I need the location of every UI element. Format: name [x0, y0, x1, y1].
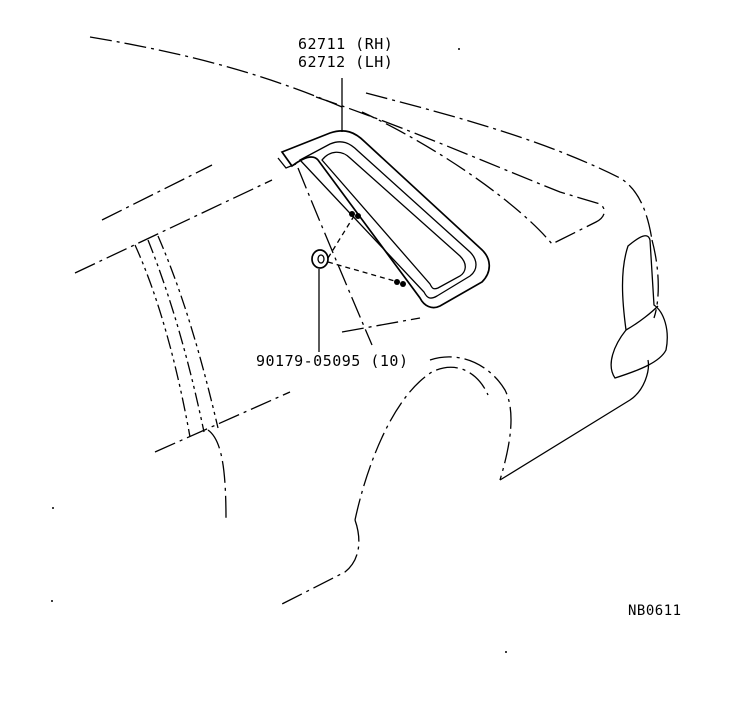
part-number-lh-label: 62712 (LH)	[298, 53, 394, 71]
tail-lamp	[610, 235, 668, 379]
wheel-arch-inner	[354, 366, 489, 521]
rear-panel-outline	[651, 239, 659, 319]
door-edge-1	[134, 244, 191, 438]
tail-lamp-edge	[625, 305, 659, 331]
part-number-rh-label: 62711 (RH)	[298, 35, 394, 53]
roof-rear-outline	[365, 92, 653, 241]
wheel-arch-outline	[429, 356, 512, 481]
stray-dot	[52, 507, 54, 509]
lower-door-line	[154, 391, 291, 453]
clip-part-number-label: 90179-05095 (10)	[256, 352, 409, 370]
clip-to-glass-line	[327, 215, 399, 283]
diagram-reference-code: NB0611	[628, 603, 682, 619]
sill-pillar-line	[207, 429, 227, 521]
door-edge-2	[147, 239, 205, 433]
glass-clip-upper-icon	[349, 211, 361, 219]
clip-part-icon	[311, 249, 329, 269]
rear-window-outline	[315, 96, 606, 245]
roof-outline	[89, 36, 343, 108]
quarter-lower-line	[341, 317, 421, 333]
rear-body-outline	[499, 359, 650, 481]
beltline-outline	[74, 179, 273, 274]
stray-dot	[505, 651, 507, 653]
stray-dot	[51, 600, 53, 602]
lower-body-outline	[281, 519, 360, 605]
glass-clip-lower-icon	[394, 279, 406, 287]
stray-dot	[458, 48, 460, 50]
upper-belt-outline	[101, 164, 213, 221]
door-edge-3	[157, 235, 219, 429]
quarter-window-glass	[277, 130, 491, 309]
c-pillar-line	[297, 167, 373, 346]
clip-group	[311, 211, 406, 287]
